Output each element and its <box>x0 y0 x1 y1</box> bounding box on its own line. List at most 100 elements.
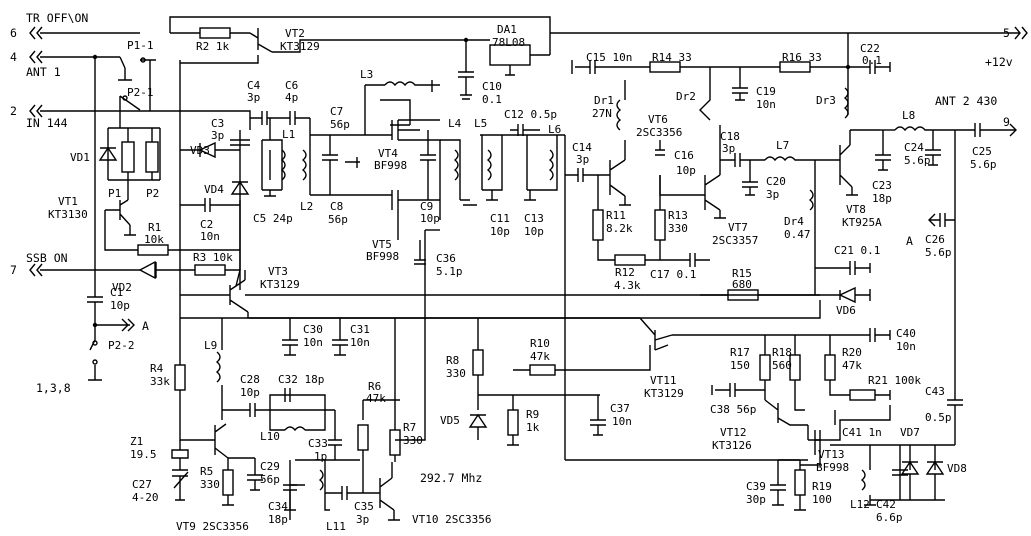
label-c32: C32 18p <box>278 373 324 386</box>
label-vd4: VD4 <box>204 183 224 196</box>
label-r10: R10 <box>530 337 550 350</box>
label-vt13: VT13 <box>818 448 845 461</box>
multiplier-stage <box>283 318 401 521</box>
label-r15-val: 680 <box>732 278 752 291</box>
label-c37: C37 <box>610 402 630 415</box>
label-c29-val: 56p <box>260 473 280 486</box>
label-c22-val: 0.1 <box>862 54 882 67</box>
supply-decoupling <box>571 33 891 121</box>
label-c20: C20 <box>766 175 786 188</box>
label-c25-val: 5.6p <box>970 158 997 171</box>
left-ports <box>29 26 140 285</box>
label-r20-val: 47k <box>842 359 862 372</box>
label-c39: C39 <box>746 480 766 493</box>
label-r17: R17 <box>730 346 750 359</box>
label-dr1-val: 27N <box>592 107 612 120</box>
label-p2: P2 <box>146 187 159 200</box>
label-c14-val: 3p <box>576 153 589 166</box>
label-r18-val: 560 <box>772 359 792 372</box>
label-vt10: VT10 2SC3356 <box>412 513 491 526</box>
label-c37-val: 10n <box>612 415 632 428</box>
port-4: 4 <box>10 50 17 64</box>
label-ssb-on: SSB ON <box>26 251 68 265</box>
label-r18: R18 <box>772 346 792 359</box>
label-c3: C3 <box>211 117 224 130</box>
label-c16-val: 10p <box>676 164 696 177</box>
label-a-left: A <box>142 319 149 333</box>
output-match <box>875 123 1017 400</box>
label-r12-val: 4.3k <box>614 279 641 292</box>
label-c8-val: 56p <box>328 213 348 226</box>
label-r16: R16 33 <box>782 51 822 64</box>
crystal-oscillator <box>171 317 420 506</box>
label-dr2: Dr2 <box>676 90 696 103</box>
label-c25: C25 <box>972 145 992 158</box>
label-c4-val: 3p <box>247 91 260 104</box>
label-r9-val: 1k <box>526 421 540 434</box>
label-c43-val: 0.5p <box>925 411 952 424</box>
label-vd6: VD6 <box>836 304 856 317</box>
labels: 6 4 2 7 5 9 TR OFF\ON ANT 1 IN 144 SSB O… <box>10 11 1013 533</box>
vco-tune <box>420 317 651 446</box>
port-6: 6 <box>10 26 17 40</box>
label-r15: R15 <box>732 267 752 280</box>
label-r1-val: 10k <box>144 233 164 246</box>
label-vt3: VT3 <box>268 265 288 278</box>
label-c1-val: 10p <box>110 299 130 312</box>
label-vt4: VT4 <box>378 147 398 160</box>
label-l9: L9 <box>204 339 217 352</box>
label-r5-val: 330 <box>200 478 220 491</box>
label-c30: C30 <box>303 323 323 336</box>
label-ant2: ANT 2 430 <box>935 94 997 108</box>
label-c34-val: 18p <box>268 513 288 526</box>
label-l4: L4 <box>448 117 462 130</box>
port-7: 7 <box>10 263 17 277</box>
label-c17: C17 0.1 <box>650 268 696 281</box>
label-r13-val: 330 <box>668 222 688 235</box>
label-c43: C43 <box>925 385 945 398</box>
label-vd5: VD5 <box>440 414 460 427</box>
label-dr4: Dr4 <box>784 215 804 228</box>
label-r6: R6 <box>368 380 381 393</box>
label-l6: L6 <box>548 123 561 136</box>
label-c28: C28 <box>240 373 260 386</box>
label-c31-val: 10n <box>350 336 370 349</box>
label-c33: C33 <box>308 437 328 450</box>
label-vt1-type: KT3130 <box>48 208 88 221</box>
preselector-coils <box>269 118 360 196</box>
label-c36-val: 5.1p <box>436 265 463 278</box>
label-c18-val: 3p <box>722 142 735 155</box>
label-vt11: VT11 <box>650 374 677 387</box>
label-vt13-type: BF998 <box>816 461 849 474</box>
label-da1-type: 78L08 <box>492 36 525 49</box>
switch-p2-2 <box>87 285 135 381</box>
label-c4: C4 <box>247 79 261 92</box>
label-z1: Z1 <box>130 435 143 448</box>
label-c15: C15 10n <box>586 51 632 64</box>
label-c21: C21 0.1 <box>834 244 880 257</box>
port-9: 9 <box>1003 115 1010 129</box>
label-r10-val: 47k <box>530 350 550 363</box>
label-c26-val: 5.6p <box>925 246 952 259</box>
label-c8: C8 <box>330 200 343 213</box>
label-r12: R12 <box>615 266 635 279</box>
label-c12: C12 0.5p <box>504 108 557 121</box>
label-l12: L12 <box>850 498 870 511</box>
bandpass-filter <box>480 124 566 460</box>
label-r5: R5 <box>200 465 213 478</box>
label-c29: C29 <box>260 460 280 473</box>
port-5: 5 <box>1003 26 1010 40</box>
label-r4: R4 <box>150 362 164 375</box>
label-c42-val: 6.6p <box>876 511 903 524</box>
label-a-right: A <box>906 234 913 248</box>
label-c20-val: 3p <box>766 188 779 201</box>
driver-stage-1 <box>565 80 710 267</box>
label-vt9: VT9 2SC3356 <box>176 520 249 533</box>
label-vt11-type: KT3129 <box>644 387 684 400</box>
label-c30-val: 10n <box>303 336 323 349</box>
label-vd7: VD7 <box>900 426 920 439</box>
label-c23: C23 <box>872 179 892 192</box>
label-c33-val: 1p <box>314 450 327 463</box>
label-frequency: 292.7 Mhz <box>420 471 482 485</box>
label-c11-val: 10p <box>490 225 510 238</box>
